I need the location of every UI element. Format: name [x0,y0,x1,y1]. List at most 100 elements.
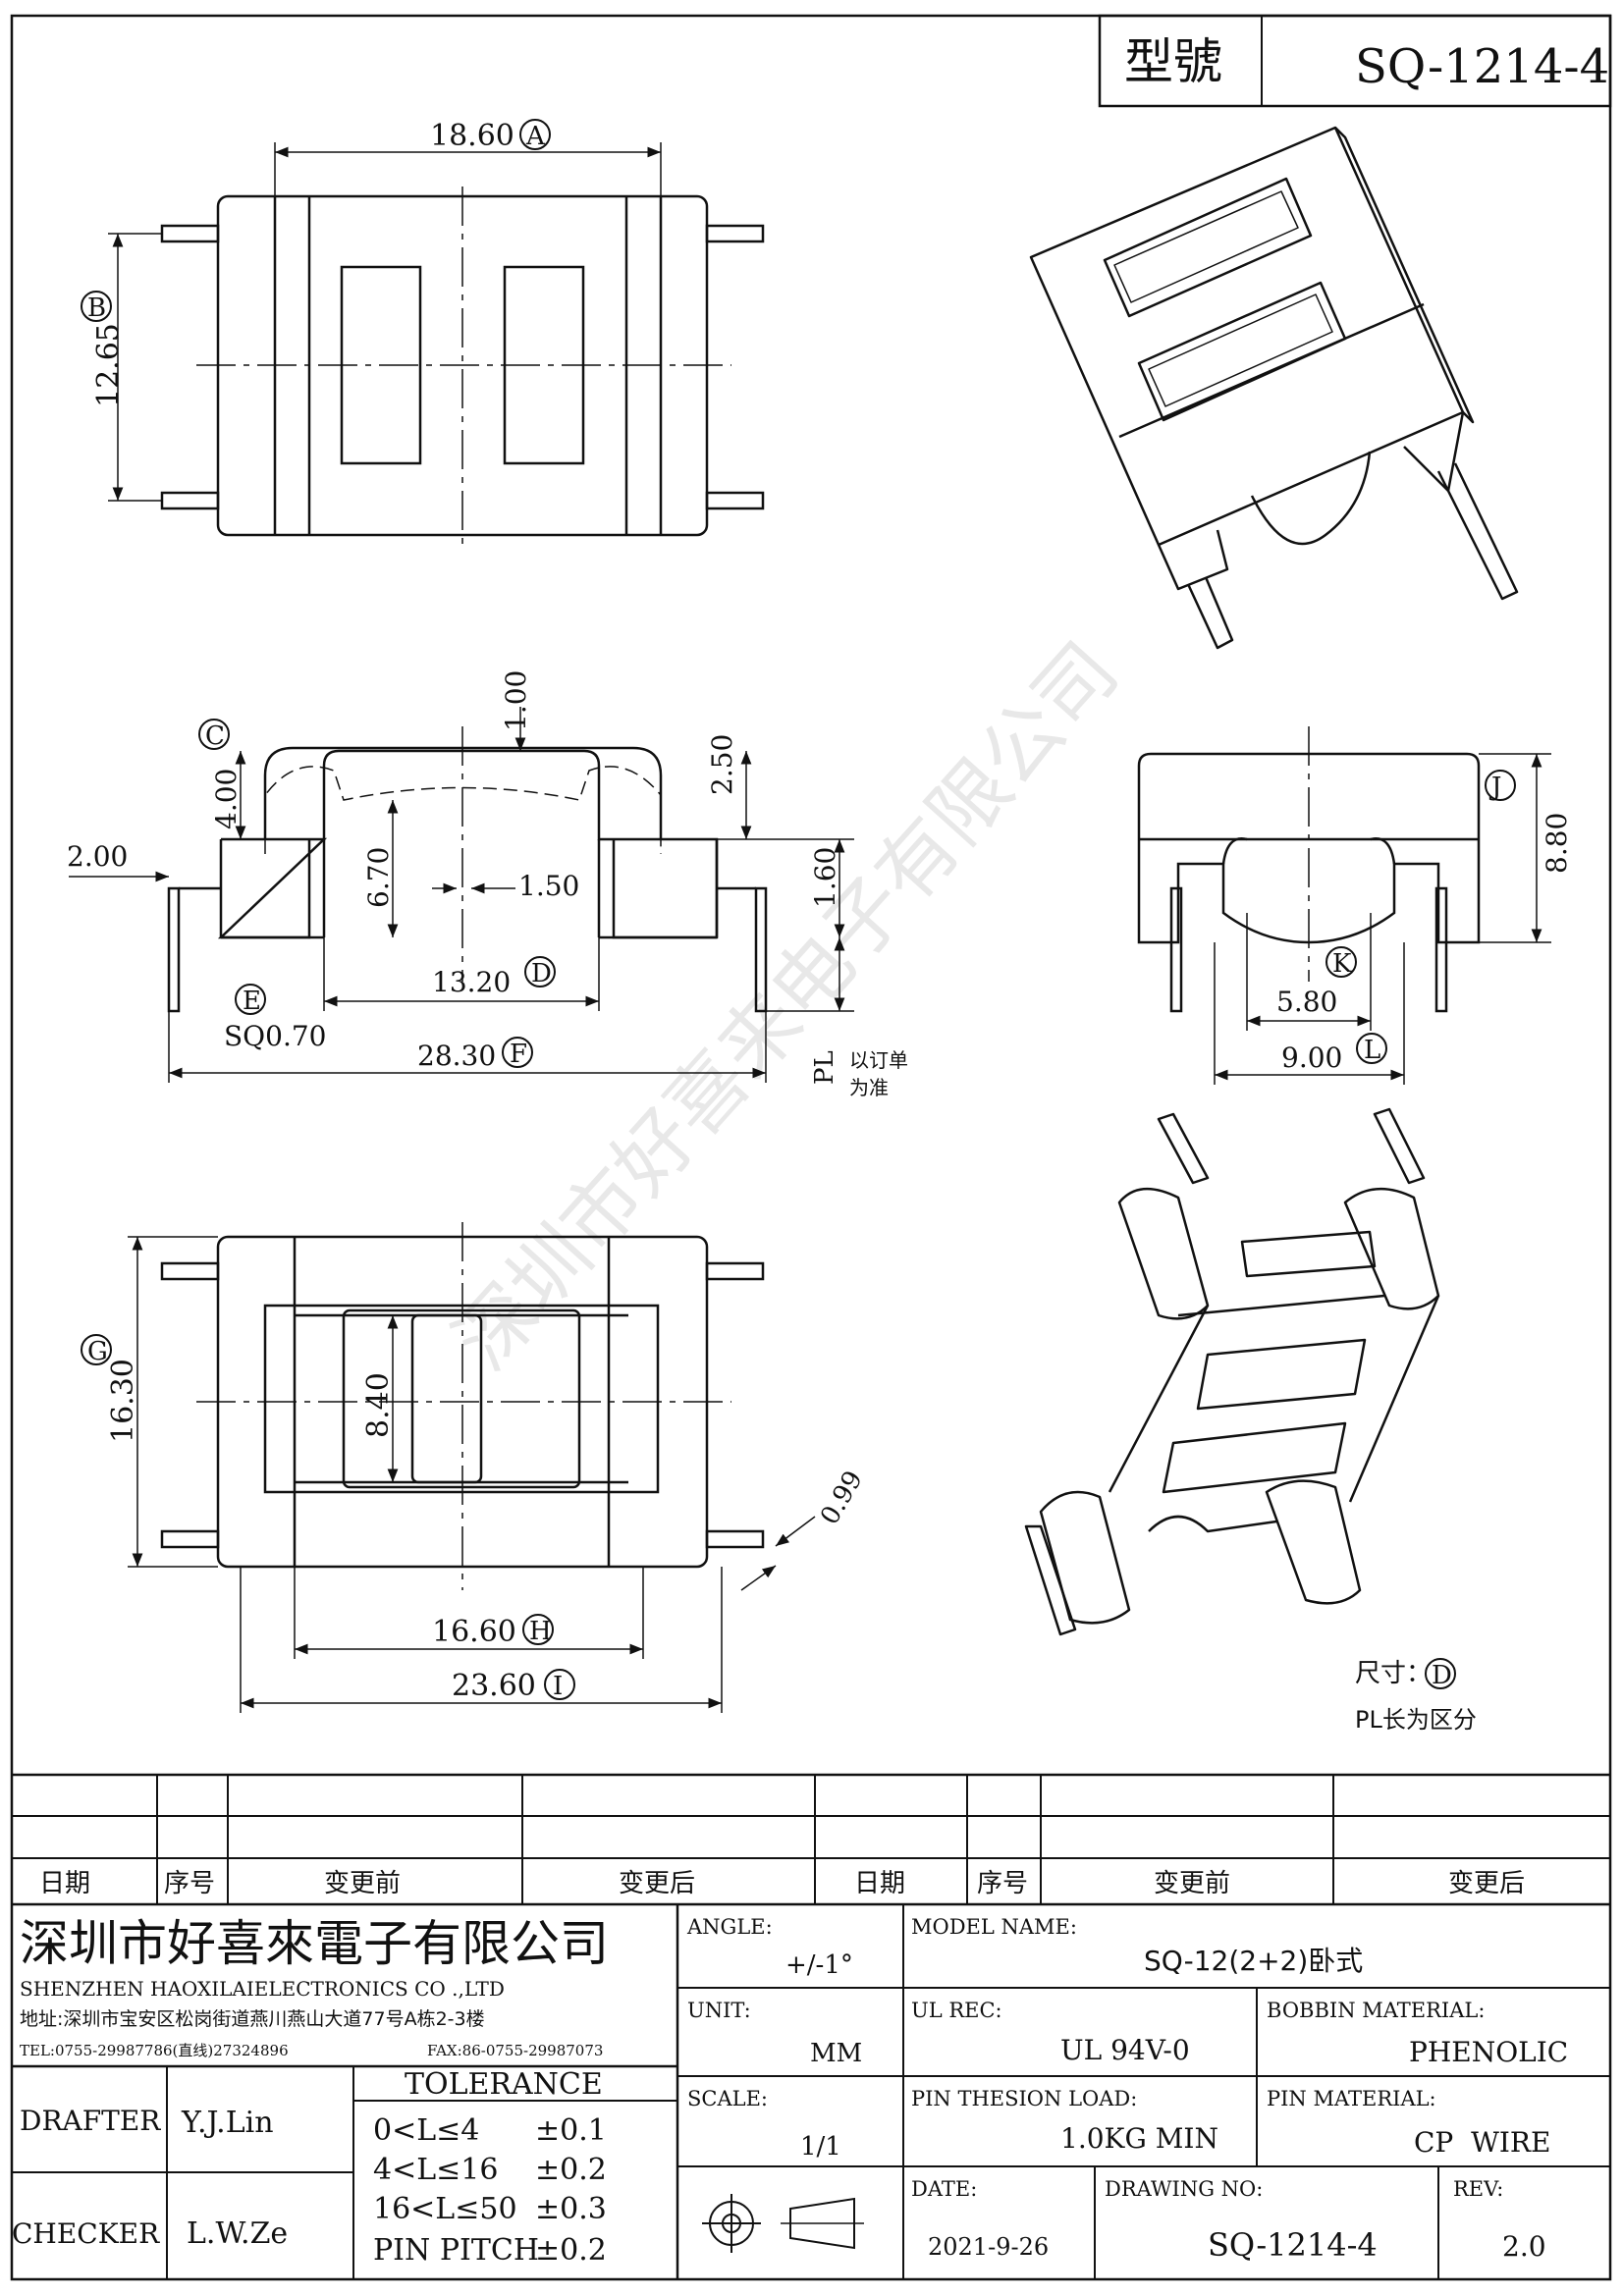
tol-value-2: ±0.2 [535,2153,607,2187]
callout-h: H [529,1617,552,1646]
company-name-en: SHENZHEN HAOXILAIELECTRONICS CO .,LTD [20,1977,505,2001]
title-block [12,1904,1610,2279]
pl-note-1: 以订单 [849,1048,908,1072]
dim-end-h: 8.80 [1541,813,1573,874]
callout-k: K [1332,949,1352,979]
callout-g: G [87,1337,108,1366]
model-value: SQ-1214-4 [1355,39,1609,94]
sheet-border [10,14,1612,2281]
rev-header-after-2: 变更后 [1448,1869,1525,1898]
angle-value: +/-1° [785,1950,853,1980]
dim-end-w: 9.00 [1281,1041,1342,1074]
callout-l-circle [1356,1033,1387,1064]
callout-f: F [510,1040,527,1069]
rev-header-no-1: 序号 [164,1869,215,1898]
dim-side-c: 4.00 [210,769,243,829]
tol-value-3: ±0.3 [535,2192,607,2226]
bobbin-label: BOBBIN MATERIAL: [1267,1999,1485,2022]
company-fax: FAX:86-0755-29987073 [427,2042,603,2059]
model-label: 型號 [1124,33,1222,90]
dim-bottom-h: 16.30 [106,1359,140,1443]
pin-mat-value: CP WIRE [1414,2126,1550,2159]
dim-side-slot: 1.50 [518,870,579,902]
callout-i: I [553,1672,563,1701]
drafter-value: Y.J.Lin [181,2106,274,2140]
rev-header-after-1: 变更后 [619,1869,695,1898]
checker-value: L.W.Ze [187,2216,288,2251]
dim-bottom-inner: 8.40 [361,1372,396,1438]
dim-pin-dia: 0.99 [815,1466,869,1529]
dim-side-inner-h: 6.70 [362,847,395,908]
dim-end-inner: 5.80 [1276,986,1337,1018]
scale-value: 1/1 [800,2132,841,2162]
iso-view-bottom [1024,1107,1440,1636]
dim-bottom-w: 23.60 [452,1669,536,1703]
tol-range-1: 0<L≤4 [373,2113,479,2148]
rev-header-date-1: 日期 [39,1869,90,1898]
pin-load-label: PIN THESION LOAD: [911,2087,1137,2110]
dim-bottom-inner-w: 16.60 [432,1615,516,1649]
date-value: 2021-9-26 [928,2233,1049,2261]
callout-j: J [1488,773,1501,802]
ul-rec-label: UL REC: [911,1999,1002,2022]
model-name-value: SQ-12(2+2)卧式 [1144,1945,1363,1977]
pl-note-2: 为准 [849,1076,889,1099]
rev-header-before-2: 变更前 [1154,1869,1230,1898]
dim-side-pin-h: 1.60 [809,847,841,908]
callout-f-circle [502,1037,533,1068]
drawing-value: SQ-1214-4 [1208,2226,1378,2264]
size-ref: D [1432,1661,1452,1690]
callout-d: D [531,959,552,988]
callout-e: E [243,987,261,1016]
rev-value: 2.0 [1502,2230,1546,2263]
callout-b-circle [81,291,112,322]
model-header: 型號 SQ-1214-4 [1098,14,1612,108]
company-address: 地址:深圳市宝安区松岗街道燕川燕山大道77号A栋2-3楼 [20,2008,485,2030]
callout-b: B [87,294,106,323]
company-name-cn: 深圳市好喜來電子有限公司 [20,1915,609,1972]
rev-label: REV: [1453,2177,1503,2201]
unit-label: UNIT: [687,1999,751,2022]
pin-mat-label: PIN MATERIAL: [1267,2087,1436,2110]
scale-label: SCALE: [687,2087,768,2110]
rev-header-date-2: 日期 [854,1869,905,1898]
unit-value: MM [810,2039,862,2068]
tol-range-3: 16<L≤50 [373,2192,517,2226]
rev-header-no-2: 序号 [977,1869,1028,1898]
callout-a: A [525,122,546,151]
dim-top-height: 12.65 [91,323,126,407]
watermark: 深圳市好喜来电子有限公司 [437,625,1135,1387]
revision-table [12,1773,1610,1906]
callout-i-circle [544,1669,575,1700]
dim-side-top: 1.00 [500,670,532,731]
ul-rec-value: UL 94V-0 [1060,2034,1190,2066]
callout-d-circle [524,956,556,988]
callout-l: L [1364,1036,1380,1065]
callout-c-circle [198,719,230,750]
bottom-view [128,1222,816,1713]
tol-range-4: PIN PITCH [373,2233,539,2268]
drawing-label: DRAWING NO: [1105,2177,1263,2201]
tolerance-title: TOLERANCE [405,2067,603,2102]
drafter-label: DRAFTER [20,2105,161,2137]
dim-side-right-step: 2.50 [706,734,738,795]
size-ref-circle [1425,1658,1456,1689]
top-view [108,142,765,550]
end-view [1137,726,1551,1085]
callout-j-circle [1485,770,1516,801]
model-name-label: MODEL NAME: [911,1915,1077,1939]
tol-value-1: ±0.1 [535,2113,607,2148]
side-view [69,707,854,1083]
callout-e-circle [235,984,266,1015]
callout-a-circle [519,119,551,150]
company-tel: TEL:0755-29987786(直线)27324896 [20,2042,289,2059]
dim-pin-sq: SQ0.70 [224,1020,326,1052]
dim-side-left: 2.00 [67,840,128,873]
pin-load-value: 1.0KG MIN [1060,2122,1218,2155]
dim-pl: PL [810,1050,839,1085]
dim-top-width: 18.60 [430,119,514,153]
dim-overall: 28.30 [417,1040,496,1072]
date-label: DATE: [911,2177,977,2201]
iso-view-top [1029,126,1519,650]
